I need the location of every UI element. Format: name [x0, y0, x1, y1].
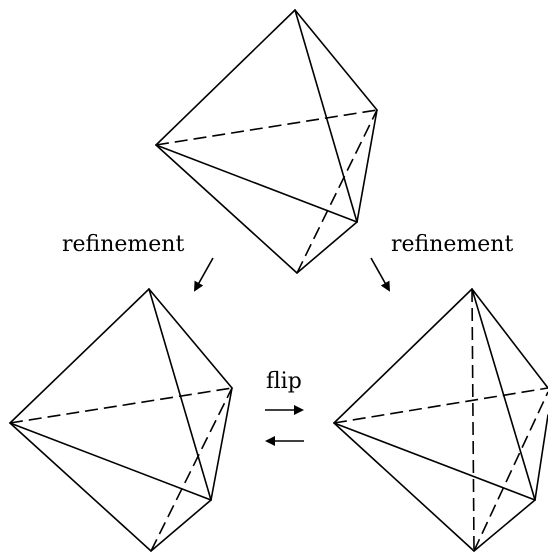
top-edge-apex-front [294, 9, 358, 223]
top-polytope [155, 9, 378, 274]
top-edge-apex-left [155, 9, 296, 146]
br-edge-apex-left [333, 288, 473, 424]
bottom-left-polytope [9, 288, 233, 552]
bl-edge-bottom-front [150, 499, 212, 552]
bl-hidden-bottom-right [150, 387, 233, 552]
bl-edge-front-right [210, 387, 233, 501]
refinement-right-label: refinement [391, 232, 514, 257]
flip-label: flip [266, 369, 302, 394]
bottom-right-polytope [333, 288, 548, 552]
bl-edge-left-bottom [9, 422, 152, 552]
top-hidden-left-right [155, 109, 378, 146]
top-edge-left-bottom [155, 144, 298, 274]
bl-edge-apex-left [9, 288, 150, 424]
refinement-left-arrow [194, 257, 214, 292]
refinement-right-arrow [370, 257, 390, 292]
br-edge-left-bottom [333, 422, 475, 552]
br-hidden-bottom-right [473, 391, 548, 552]
bl-hidden-left-right [9, 387, 233, 424]
top-edge-bottom-front [296, 221, 358, 274]
br-edge-bottom-front [473, 499, 536, 552]
br-hidden-apex-bottom [471, 288, 475, 552]
br-edge-apex-right [471, 288, 548, 389]
arrows [194, 257, 390, 446]
top-edge-front-right [356, 109, 378, 223]
top-hidden-bottom-right [296, 109, 378, 274]
refinement-left-label: refinement [62, 232, 185, 257]
top-edge-apex-right [294, 9, 378, 111]
bl-edge-left-front [9, 422, 212, 501]
br-hidden-left-right [333, 387, 548, 424]
br-edge-front-right [534, 414, 548, 501]
bl-edge-apex-right [148, 288, 233, 389]
bl-edge-apex-front [148, 288, 212, 501]
br-edge-left-front [333, 422, 536, 501]
top-edge-left-front [155, 144, 358, 223]
